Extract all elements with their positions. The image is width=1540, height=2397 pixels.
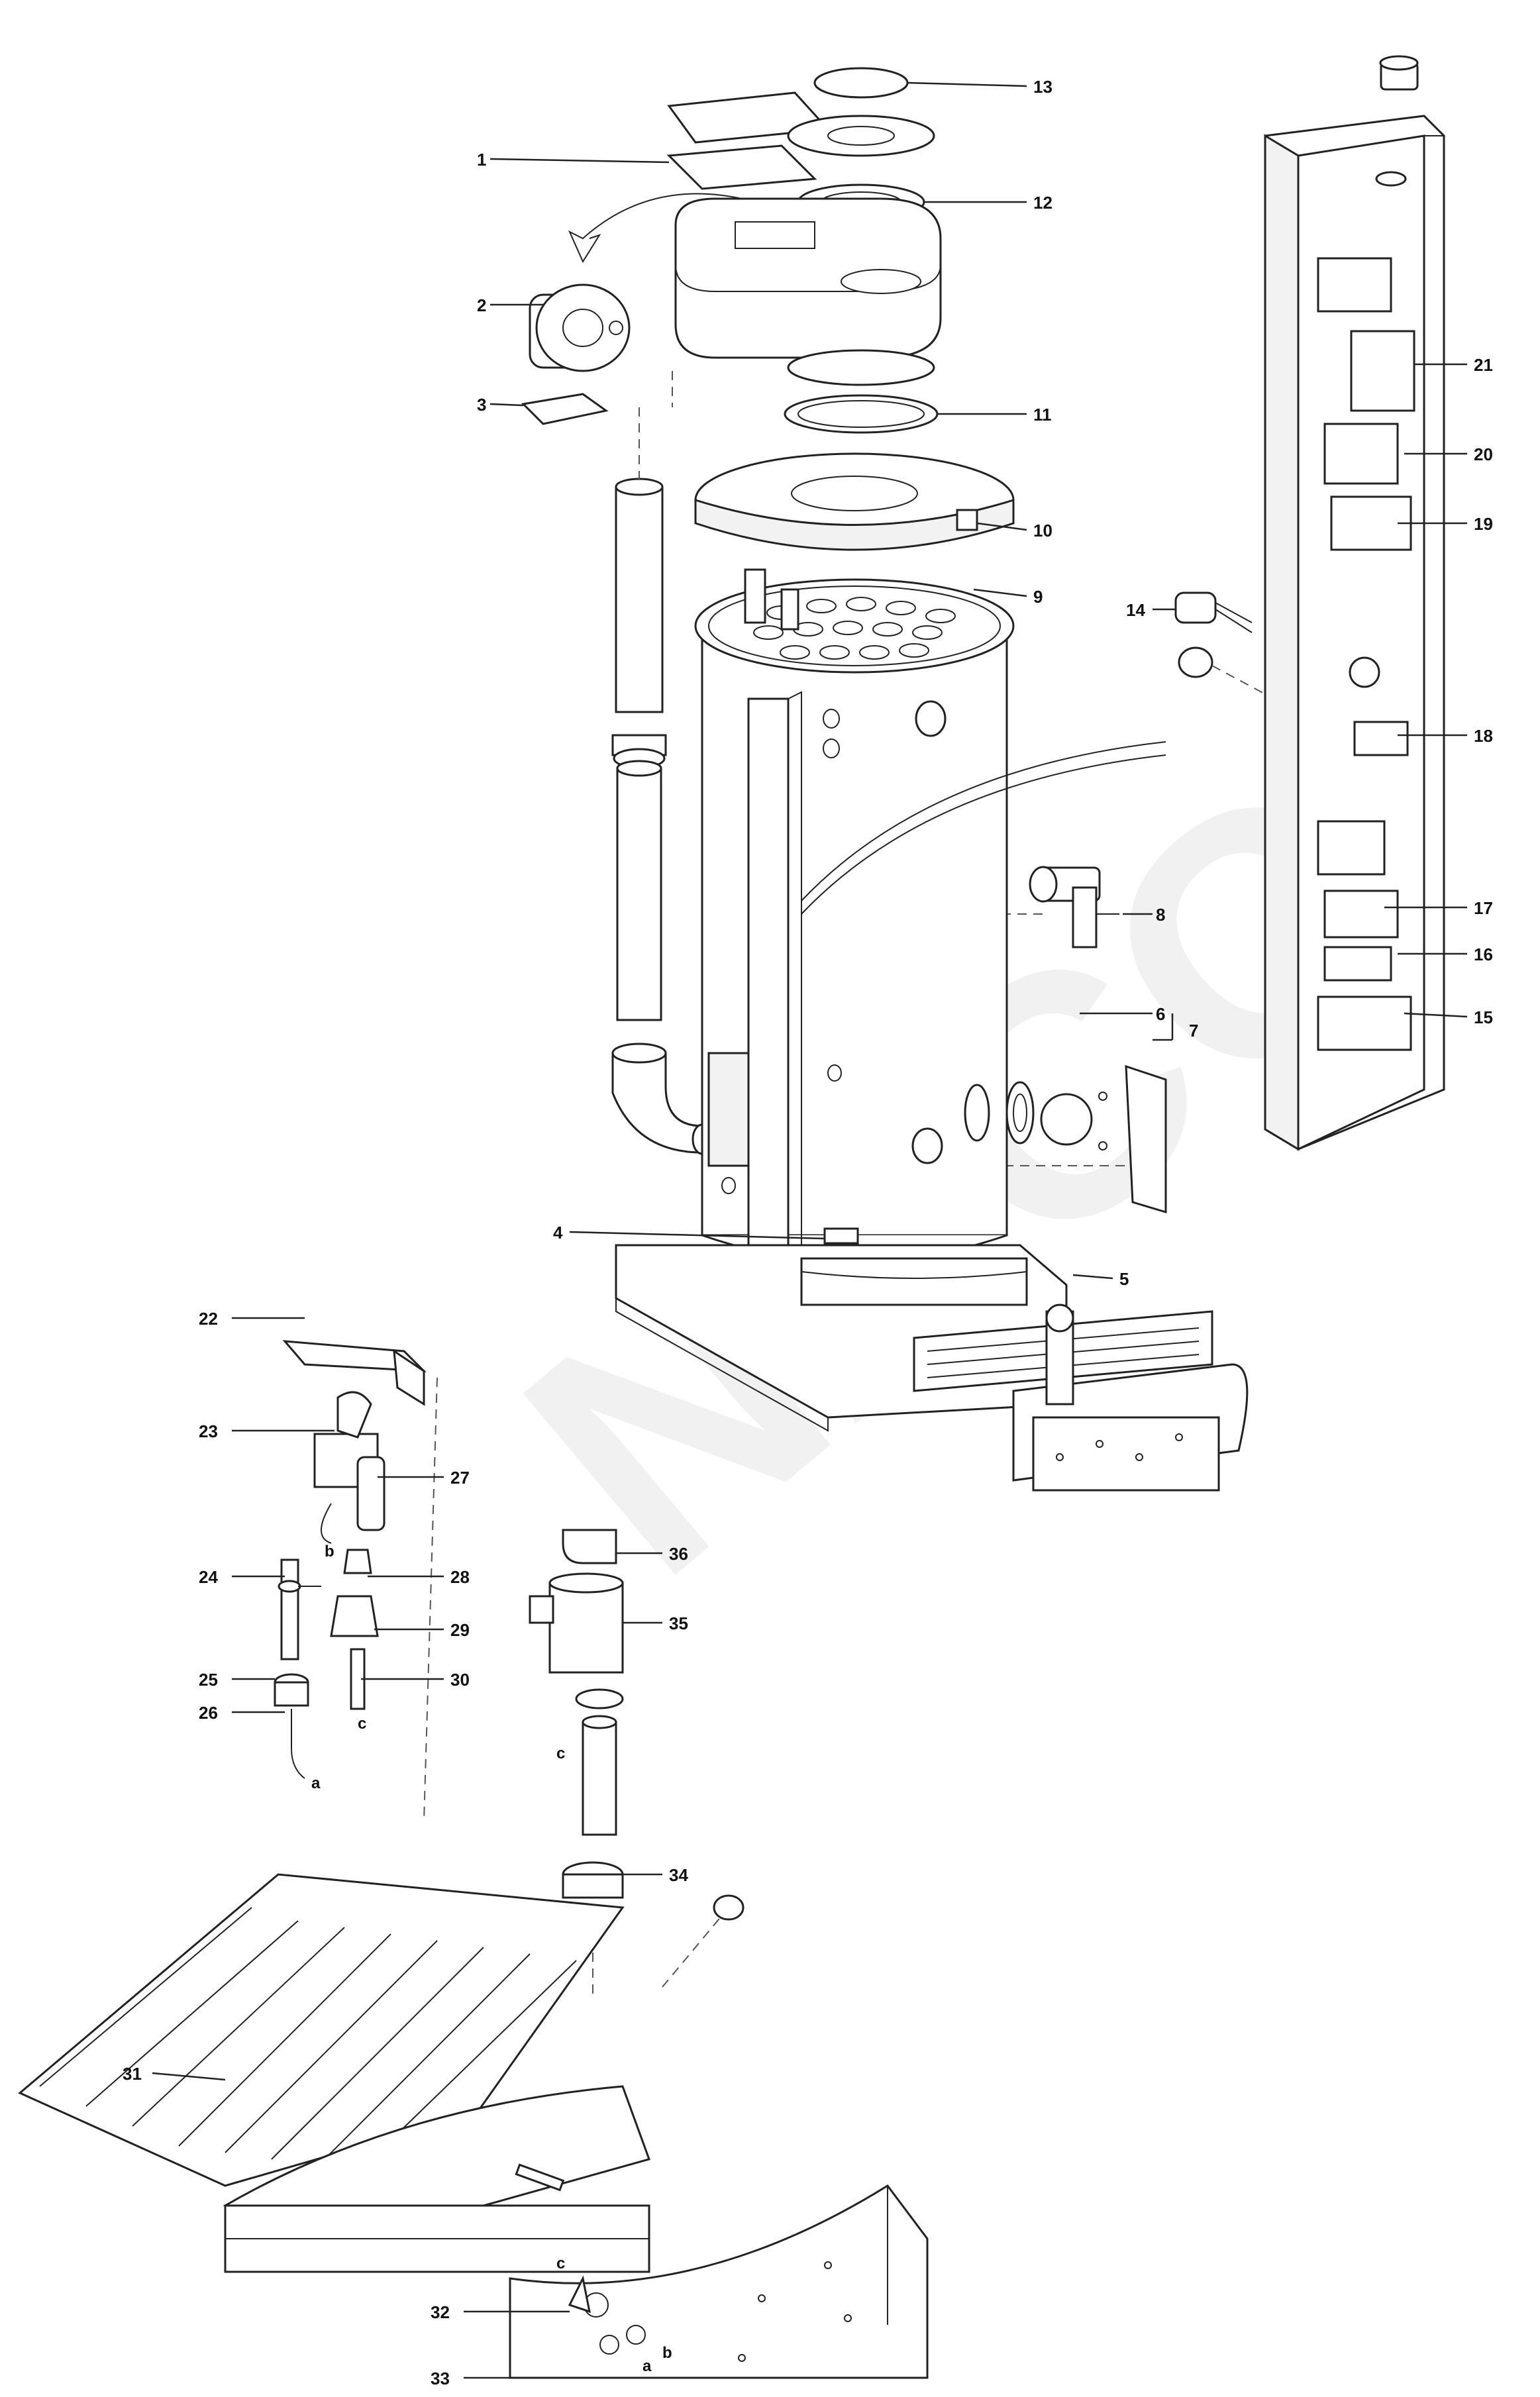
callout-27: 27 [450,1468,470,1488]
callout-labels: 1 2 3 4 5 6 7 8 9 10 11 12 13 14 15 16 1… [123,77,1493,2388]
callout-21: 21 [1474,355,1493,375]
fan-gasket [521,393,609,425]
gas-valve-35 [548,1582,624,1674]
relief-valve [1029,866,1119,948]
callout-22: 22 [199,1309,218,1329]
pilot-nozzle-28 [343,1549,372,1574]
letter-a-pilot: a [311,1774,321,1792]
callout-25: 25 [199,1670,218,1690]
callout-9: 9 [1033,587,1043,607]
callout-1: 1 [477,150,486,170]
letter-b-panel: b [662,2344,672,2362]
alignment-line-pipe [662,1907,729,1988]
gas-valve-assembly [529,1529,744,1921]
leader-lines [152,81,1468,2379]
callout-26: 26 [199,1703,218,1723]
water-heater-tank [694,568,1166,1362]
callout-13: 13 [1033,77,1052,97]
flue-hood [674,197,942,386]
burner-tray [18,1873,650,2273]
callout-24: 24 [199,1567,218,1587]
callout-19: 19 [1474,514,1493,534]
callout-2: 2 [477,295,486,315]
callout-5: 5 [1119,1269,1129,1289]
exhaust-fan [529,283,631,372]
callout-20: 20 [1474,444,1493,464]
port-33a [599,2335,619,2355]
callout-3: 3 [477,395,486,415]
callout-35: 35 [669,1613,688,1633]
letter-c-panel: c [556,2255,565,2272]
flue-outlet-ring-13 [813,67,909,99]
pilot-assembly [274,1340,427,1779]
callout-34: 34 [669,1865,688,1885]
callout-6: 6 [1156,1004,1165,1024]
flue-gasket-11-hole [797,400,925,428]
callout-8: 8 [1156,905,1165,925]
callout-7: 7 [1189,1021,1198,1041]
callout-23: 23 [199,1421,218,1441]
sensor-probe [1174,591,1306,716]
callout-32: 32 [431,2302,450,2322]
port-33b [626,2325,646,2345]
cap-36 [562,1529,617,1564]
burner-drawer [913,1303,1249,1492]
pilot-jet-29 [330,1595,379,1637]
heat-exchanger-tubes [753,597,956,660]
front-burner-panel [509,2184,929,2379]
flue-plate-group [666,67,935,221]
flue-gasket-upper-hole [827,126,895,146]
callout-30: 30 [450,1670,470,1690]
callout-18: 18 [1474,726,1493,746]
callout-36: 36 [669,1544,688,1564]
tank-top-cover [694,452,1015,551]
alignment-line-burner [423,1377,438,1822]
flue-cover-gasket [666,144,817,190]
tank-fitting [823,709,840,729]
control-panel [1264,55,1445,1151]
pilot-tube-24 [280,1558,299,1660]
callout-4: 4 [553,1223,563,1243]
callout-15: 15 [1474,1007,1493,1027]
callout-33: 33 [431,2369,450,2388]
callout-12: 12 [1033,193,1052,213]
callout-16: 16 [1474,944,1493,964]
cleanout-assembly [964,1064,1167,1214]
callout-10: 10 [1033,521,1052,540]
burner-door-4 [823,1227,859,1245]
flue-airflow-arrow [568,193,743,264]
callout-14: 14 [1126,600,1145,620]
callout-11: 11 [1033,405,1052,425]
callout-31: 31 [123,2064,142,2084]
letter-c-thermocouple: c [358,1715,366,1733]
baffle-9 [744,568,766,624]
callout-29: 29 [450,1620,470,1640]
callout-17: 17 [1474,898,1493,918]
letter-a-panel: a [642,2357,652,2375]
letter-b-pilot: b [325,1543,334,1560]
vent-pipe-assembly [611,478,713,1155]
callout-28: 28 [450,1567,470,1587]
letter-c-valve: c [556,1745,565,1762]
